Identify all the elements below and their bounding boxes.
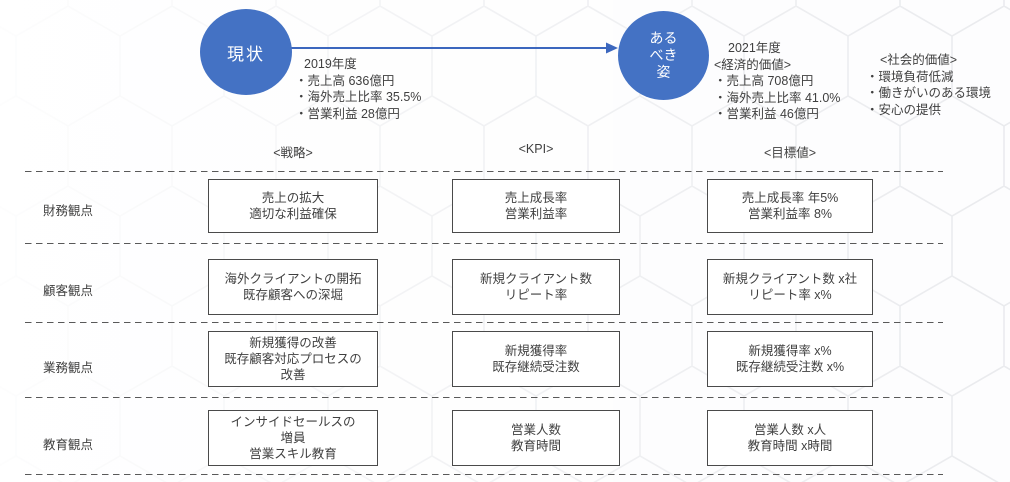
stats-2019-block: 2019年度 ・売上高 636億円 ・海外売上比率 35.5% ・営業利益 28… — [295, 56, 421, 122]
customer-target-box: 新規クライアント数 x社 リピート率 x% — [707, 259, 873, 315]
current-state-circle: 現状 — [200, 9, 292, 95]
current-state-label: 現状 — [227, 44, 265, 64]
stats-2019-item: ・売上高 636億円 — [295, 73, 395, 88]
dashed-divider — [25, 322, 943, 324]
stats-2021-item: ・売上高 708億円 — [714, 74, 814, 88]
stats-2021-item: ・営業利益 46億円 — [714, 107, 819, 121]
stats-2019-item: ・海外売上比率 35.5% — [295, 90, 422, 104]
operations-target-box: 新規獲得率 x% 既存継続受注数 x% — [707, 331, 873, 387]
dashed-divider — [25, 397, 943, 399]
row-label-customer: 顧客観点 — [43, 284, 94, 298]
education-strategy-box: インサイドセールスの 増員 営業スキル教育 — [208, 410, 378, 466]
column-header-target: <目標値> — [763, 146, 817, 160]
ideal-state-circle: ある べき 姿 — [618, 11, 709, 100]
education-kpi-box: 営業人数 教育時間 — [452, 410, 620, 466]
row-label-operations: 業務観点 — [43, 361, 94, 375]
stats-2019-title: 2019年度 — [304, 57, 357, 71]
social-values-item: ・環境負荷低減 — [866, 69, 954, 84]
stats-2019-item: ・営業利益 28億円 — [295, 106, 400, 121]
arrow-current-to-ideal — [287, 42, 618, 54]
dashed-divider — [25, 474, 943, 476]
dashed-divider — [25, 243, 943, 245]
row-label-education: 教育観点 — [43, 438, 94, 452]
social-values-block: <社会的価値> ・環境負荷低減 ・働きがいのある環境 ・安心の提供 — [866, 52, 991, 118]
stats-2021-block: 2021年度 <経済的価値> ・売上高 708億円 ・海外売上比率 41.0% … — [714, 40, 840, 123]
stats-2021-item: ・海外売上比率 41.0% — [714, 90, 841, 105]
social-values-title: <社会的価値> — [880, 53, 958, 67]
social-values-item: ・働きがいのある環境 — [866, 86, 992, 100]
customer-kpi-box: 新規クライアント数 リピート率 — [452, 259, 620, 315]
finance-target-box: 売上成長率 年5% 営業利益率 8% — [707, 179, 873, 233]
stats-2021-subtitle: <経済的価値> — [714, 57, 792, 72]
finance-strategy-box: 売上の拡大 適切な利益確保 — [208, 179, 378, 233]
stats-2021-title: 2021年度 — [728, 41, 781, 55]
ideal-state-label: ある べき 姿 — [649, 30, 678, 80]
row-label-finance: 財務観点 — [43, 204, 94, 218]
customer-strategy-box: 海外クライアントの開拓 既存顧客への深堀 — [208, 259, 378, 315]
column-header-strategy: <戦略> — [273, 146, 313, 160]
column-header-kpi: <KPI> — [518, 142, 554, 156]
operations-strategy-box: 新規獲得の改善 既存顧客対応プロセスの 改善 — [208, 331, 378, 387]
dashed-divider — [25, 171, 943, 173]
social-values-item: ・安心の提供 — [866, 102, 942, 117]
finance-kpi-box: 売上成長率 営業利益率 — [452, 179, 620, 233]
education-target-box: 営業人数 x人 教育時間 x時間 — [707, 410, 873, 466]
operations-kpi-box: 新規獲得率 既存継続受注数 — [452, 331, 620, 387]
